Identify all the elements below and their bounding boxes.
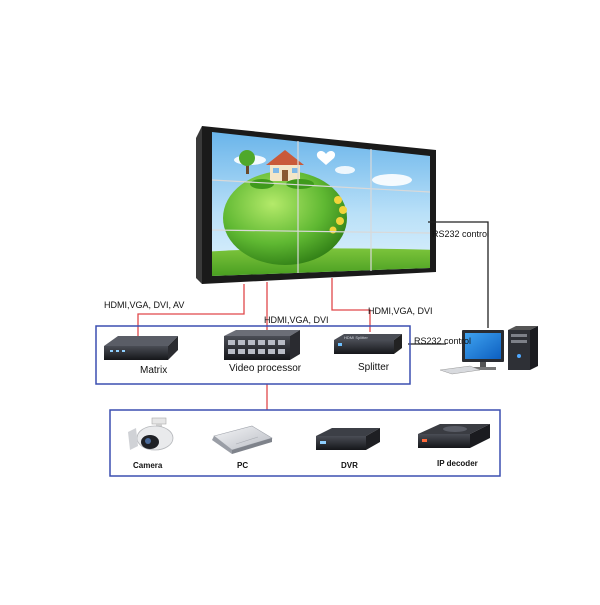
video-processor-label: Video processor [229, 363, 302, 374]
matrix-device [104, 336, 178, 360]
processor-link-label: HDMI,VGA, DVI [264, 315, 329, 325]
splitter-label: Splitter [358, 362, 390, 373]
source-group-box [109, 409, 501, 477]
dvr-icon [316, 428, 380, 450]
splitter-link-line [331, 278, 371, 332]
control-links [408, 221, 489, 345]
matrix-label: Matrix [140, 365, 168, 376]
video-wall-screen [212, 132, 430, 276]
pc-tower-icon [508, 326, 538, 370]
video-wall-grid [211, 141, 431, 273]
keyboard-icon [439, 365, 481, 375]
video-processor-device [224, 330, 300, 360]
processing-group-box [95, 325, 411, 385]
pc-label: PC [237, 461, 249, 470]
video-wall [196, 126, 436, 284]
wall-rs232-line [428, 221, 489, 328]
wall-rs232-label: RS232 control [432, 229, 490, 239]
camera-icon [128, 417, 174, 451]
video-wall-side [196, 126, 202, 284]
house-icon [266, 150, 304, 181]
splitter-link-label: HDMI,VGA, DVI [368, 306, 433, 316]
control-pc [439, 326, 538, 375]
splitter-panel-text: HDMI Splitter [344, 335, 368, 340]
box-rs232-label: RS232 control [414, 336, 472, 346]
splitter-device [334, 334, 402, 354]
heart-icon [316, 151, 336, 165]
video-links [137, 278, 371, 410]
laptop-icon [212, 425, 273, 454]
matrix-link-line [137, 284, 245, 336]
matrix-link-label: HDMI,VGA, DVI, AV [104, 300, 185, 310]
ip-decoder-icon [418, 424, 490, 448]
green-globe [223, 171, 347, 265]
ip-decoder-label: IP decoder [437, 459, 478, 468]
camera-label: Camera [133, 461, 163, 470]
dvr-label: DVR [341, 461, 358, 470]
